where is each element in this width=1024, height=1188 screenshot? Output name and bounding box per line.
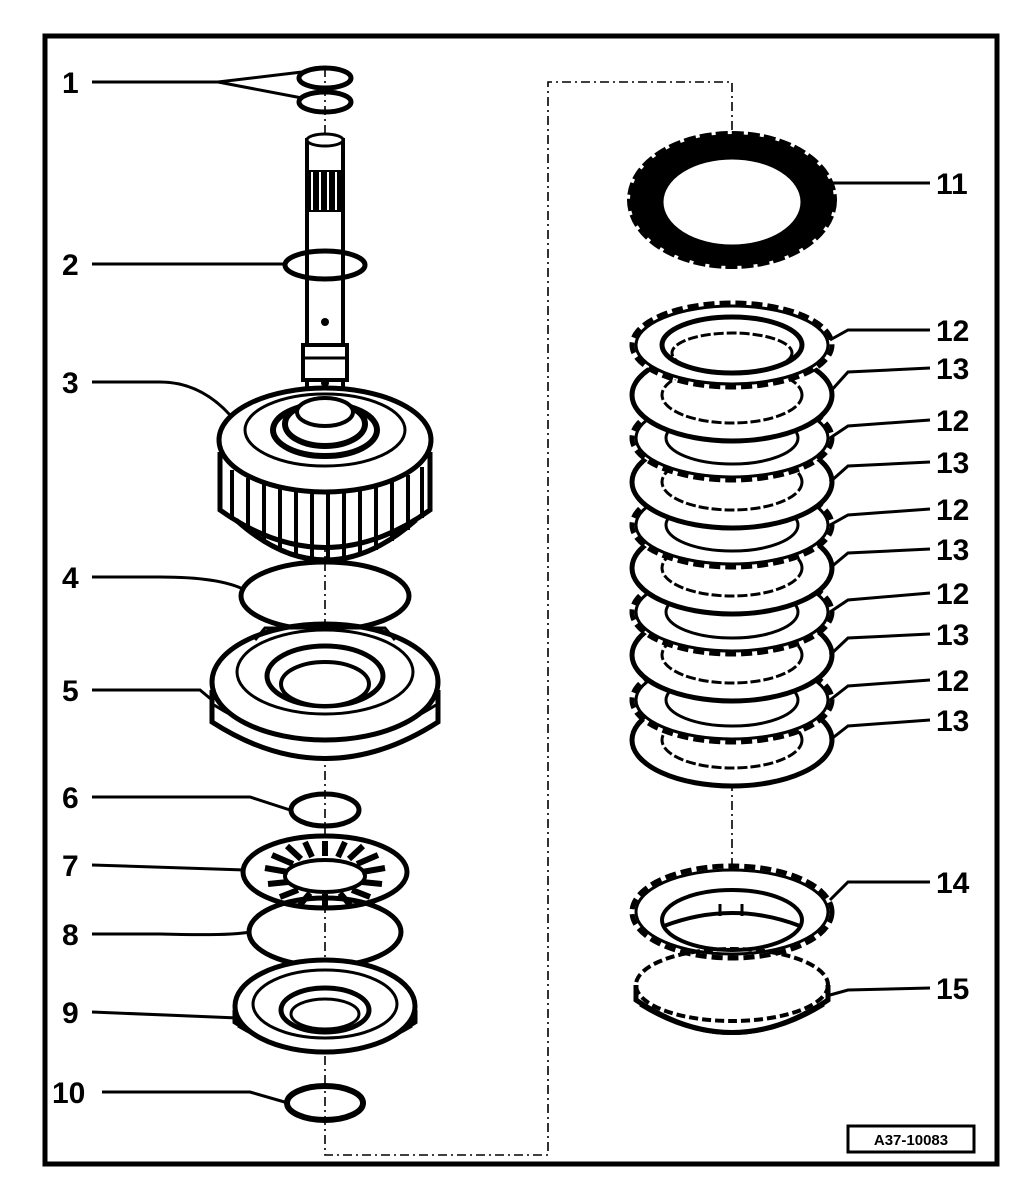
drawing-frame xyxy=(42,33,1000,1167)
callout-12-fourth: 12 xyxy=(936,578,969,611)
reference-code-box: A37-10083 xyxy=(846,1124,976,1154)
callout-labels: 1 2 3 4 5 6 7 8 9 10 11 12 13 12 13 12 1… xyxy=(52,67,970,1110)
callout-14: 14 xyxy=(936,867,970,900)
part-1-circlips xyxy=(296,65,354,115)
assembly-centerline xyxy=(324,81,733,1156)
part-9-spring-retainer xyxy=(232,957,418,1055)
plate-stack xyxy=(629,303,835,789)
part-11-lined-disc xyxy=(627,131,837,269)
callout-13-first: 13 xyxy=(936,353,969,386)
callout-12-second: 12 xyxy=(936,405,969,438)
callout-8: 8 xyxy=(62,919,79,952)
callout-12-fifth: 12 xyxy=(936,665,969,698)
reference-code: A37-10083 xyxy=(874,1132,948,1149)
callout-4: 4 xyxy=(62,562,79,595)
part-3-clutch-drum xyxy=(216,385,434,563)
callout-12-first: 12 xyxy=(936,315,969,348)
callout-15: 15 xyxy=(936,973,969,1006)
callout-7: 7 xyxy=(62,850,79,883)
callout-12-third: 12 xyxy=(936,494,969,527)
callout-5: 5 xyxy=(62,675,79,708)
callout-13-second: 13 xyxy=(936,447,969,480)
callout-13-third: 13 xyxy=(936,534,969,567)
callout-3: 3 xyxy=(62,367,79,400)
callout-6: 6 xyxy=(62,782,79,815)
callout-2: 2 xyxy=(62,249,79,282)
callout-13-fifth: 13 xyxy=(936,705,969,738)
part-15-snap-ring xyxy=(633,947,831,1035)
callout-11: 11 xyxy=(936,168,968,201)
part-5-piston xyxy=(209,621,441,761)
callout-1: 1 xyxy=(62,67,79,100)
part-7-diaphragm-spring xyxy=(240,833,410,911)
callout-13-fourth: 13 xyxy=(936,619,969,652)
leader-lines xyxy=(91,70,931,1105)
callout-10: 10 xyxy=(52,1077,85,1110)
callout-9: 9 xyxy=(62,997,79,1030)
part-6-circlip xyxy=(288,791,362,829)
part-14-pressure-plate xyxy=(629,863,835,961)
